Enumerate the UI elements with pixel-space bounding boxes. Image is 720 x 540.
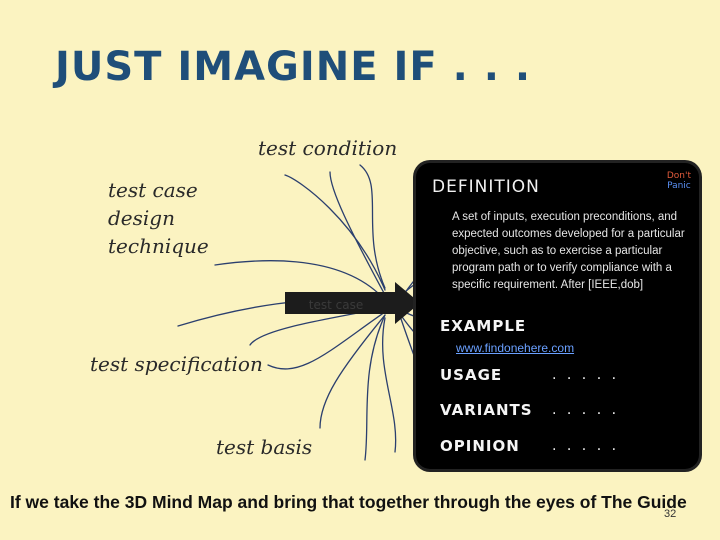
definition-text: A set of inputs, execution preconditions…: [452, 211, 685, 291]
branch-line: [381, 317, 397, 453]
node-test-basis: test basis: [216, 435, 313, 459]
slide-title: JUST IMAGINE IF . . .: [55, 44, 532, 90]
variants-label: VARIANTS: [440, 401, 533, 419]
page-number: 32: [664, 508, 677, 520]
center-arrow: [285, 282, 420, 324]
opinion-value: . . . . .: [552, 438, 620, 454]
node-test-case-design-technique: test case design technique: [108, 178, 209, 258]
node-test-condition: test condition: [258, 136, 398, 160]
branch-line: [284, 174, 386, 291]
slide-caption: If we take the 3D Mind Map and bring tha…: [10, 492, 687, 512]
definition-label: DEFINITION: [432, 177, 540, 197]
branch-line: [214, 260, 386, 301]
branch-line: [329, 171, 386, 296]
dont-panic-badge: Don't Panic: [667, 171, 691, 191]
center-node-label: test case: [309, 298, 363, 312]
branch-line: [267, 311, 386, 370]
branch-line: [359, 164, 386, 289]
node-test-specification: test specification: [90, 352, 263, 376]
example-link[interactable]: www.findonehere.com: [456, 341, 575, 355]
opinion-label: OPINION: [440, 437, 520, 455]
badge-line-2: Panic: [667, 181, 691, 191]
usage-label: USAGE: [440, 366, 503, 384]
guide-panel: DEFINITION Don't Panic A set of inputs, …: [416, 163, 699, 469]
badge-line-1: Don't: [666, 171, 691, 181]
branch-line: [364, 314, 386, 461]
variants-value: . . . . .: [552, 402, 620, 418]
branch-line: [319, 314, 386, 429]
usage-value: . . . . .: [552, 367, 620, 383]
example-label: EXAMPLE: [440, 317, 527, 335]
